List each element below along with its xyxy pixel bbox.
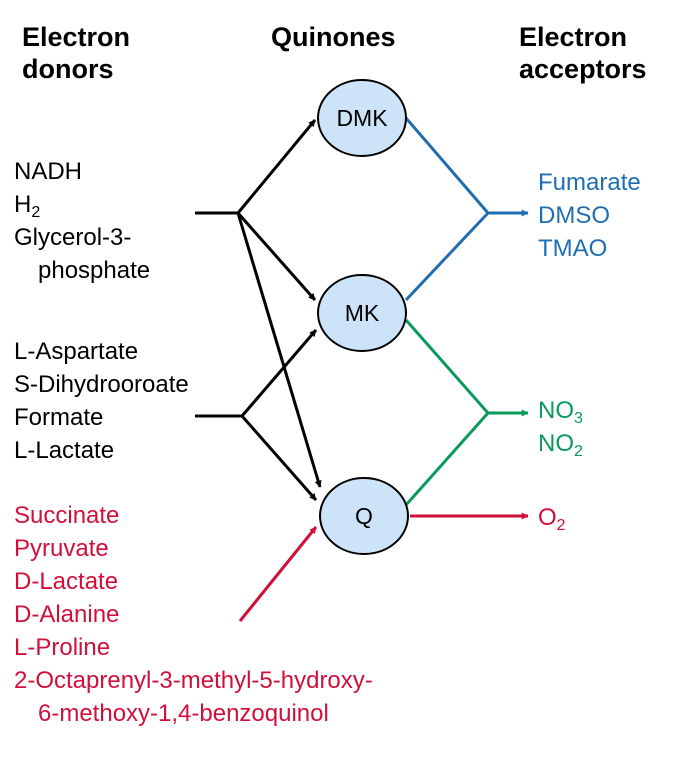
donor-s-dihydrooroate: S-Dihydrooroate — [14, 371, 189, 398]
node-q-label: Q — [355, 503, 373, 529]
donor-d-alanine: D-Alanine — [14, 601, 120, 628]
node-mk-label: MK — [345, 300, 380, 326]
donor-group-3: Succinate Pyruvate D-Lactate D-Alanine L… — [14, 499, 373, 730]
line-mk-to-branch-green — [404, 319, 490, 414]
acceptor-group-3: O2 — [538, 501, 566, 534]
donor-l-proline: L-Proline — [14, 634, 111, 661]
header-donors-line1: Electron — [22, 22, 131, 52]
header-electron-acceptors: Electron acceptors — [519, 21, 647, 85]
line-q-to-branch-green — [404, 412, 490, 506]
donor-glycerol-3: Glycerol-3- — [14, 224, 132, 251]
header-donors-line2: donors — [22, 54, 114, 84]
arrow-donor1-to-dmk — [236, 119, 317, 214]
node-dmk-label: DMK — [336, 105, 388, 131]
arrows-acceptor-group-2 — [404, 319, 529, 506]
header-quinones: Quinones — [271, 22, 396, 52]
arrow-donor1-to-q — [236, 212, 322, 488]
donor-group-1: NADH H2 Glycerol-3- phosphate — [14, 155, 150, 287]
acceptor-dmso: DMSO — [538, 202, 610, 229]
donor-h2: H2 — [14, 191, 41, 221]
donor-phosphate: phosphate — [38, 257, 151, 284]
header-acceptors-line2: acceptors — [519, 54, 647, 84]
acceptor-no2: NO2 — [538, 430, 583, 460]
acceptor-no3: NO3 — [538, 397, 583, 427]
donor-group-2: L-Aspartate S-Dihydrooroate Formate L-La… — [14, 335, 189, 467]
node-q: Q — [319, 477, 409, 555]
acceptor-group-2: NO3 NO2 — [538, 394, 583, 460]
donor-pyruvate: Pyruvate — [14, 535, 109, 562]
header-electron-donors: Electron donors — [22, 21, 130, 85]
acceptor-tmao: TMAO — [538, 235, 608, 262]
donor-nadh: NADH — [14, 158, 83, 185]
node-dmk: DMK — [317, 79, 407, 157]
arrow-donor2-to-q — [240, 415, 318, 501]
donor-l-aspartate: L-Aspartate — [14, 338, 139, 365]
donor-l-lactate: L-Lactate — [14, 437, 115, 464]
line-mk-to-branch-blue — [404, 211, 490, 302]
donor-octaprenyl-line1: 2-Octaprenyl-3-methyl-5-hydroxy- — [14, 667, 373, 694]
header-acceptors-line1: Electron — [519, 22, 628, 52]
arrows-acceptor-group-1 — [404, 117, 529, 302]
arrow-donor1-to-mk — [236, 212, 317, 301]
donor-formate: Formate — [14, 404, 104, 431]
acceptor-o2: O2 — [538, 504, 566, 534]
arrows-donor-group-2 — [195, 329, 318, 501]
arrow-donor2-to-mk — [240, 329, 318, 417]
arrows-donor-group-1 — [195, 119, 322, 488]
arrow-donor3-to-q — [238, 526, 318, 622]
donor-succinate: Succinate — [14, 502, 120, 529]
acceptor-group-1: Fumarate DMSO TMAO — [538, 166, 641, 265]
donor-octaprenyl-line2: 6-methoxy-1,4-benzoquinol — [38, 700, 329, 727]
node-mk: MK — [317, 274, 407, 352]
donor-d-lactate: D-Lactate — [14, 568, 119, 595]
acceptor-fumarate: Fumarate — [538, 169, 641, 196]
line-dmk-to-branch — [404, 117, 490, 214]
